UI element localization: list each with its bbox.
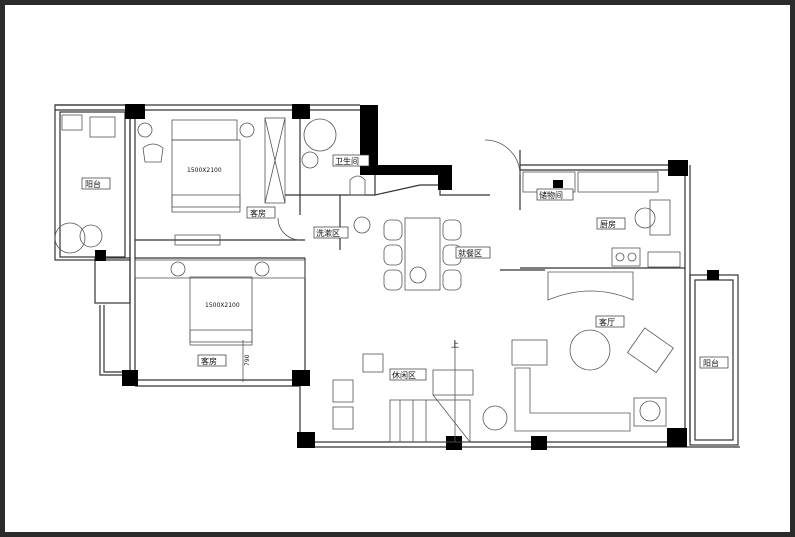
walls [54,104,740,448]
chair [142,143,164,163]
headboard-top [171,119,238,141]
structural-wall [360,105,452,190]
dining-chairs [383,219,462,291]
label-living-room: 客厅 [599,317,615,327]
toilet [349,175,366,196]
washing-machine [89,116,116,138]
label-storage-room: 储物间 [539,190,563,200]
label-leisure-area: 休闲区 [392,370,416,380]
stove [611,247,641,267]
shower [303,118,337,152]
nightstand-lamp [137,122,153,138]
bed-top-size: 1500X2100 [187,167,222,174]
label-guest-room-bottom: 客房 [201,356,217,366]
label-bathroom: 卫生间 [335,156,359,166]
bed-top [171,139,241,213]
label-balcony-right: 阳台 [703,358,719,368]
side-table [633,397,667,427]
armchair [626,327,674,374]
ottoman [511,339,548,366]
dimension-790: 790 [244,354,251,366]
label-wash-area: 洗漱区 [316,228,340,238]
label-balcony-left: 阳台 [85,179,101,189]
plant [54,222,86,254]
bed-bottom-size: 1500X2100 [205,302,240,309]
room-labels: 阳台 客房 客房 卫生间 洗漱区 就餐区 储物间 厨房 客厅 阳台 休闲区 15… [81,154,729,381]
lamp [362,353,384,373]
label-kitchen: 厨房 [600,219,616,229]
sink [61,114,83,131]
furniture [54,114,681,443]
wardrobe-bottom [134,259,306,279]
dining-table [404,217,441,291]
wardrobe [264,117,286,204]
label-guest-room-top: 客房 [250,208,266,218]
kitchen-sink [649,199,671,236]
round-stool [482,405,508,431]
floor-plan-canvas: 阳台 客房 客房 卫生间 洗漱区 就餐区 储物间 厨房 客厅 阳台 休闲区 15… [5,5,790,532]
columns [95,104,719,450]
coffee-table [569,329,611,371]
counter [547,271,634,301]
entry-door-swing [484,139,521,176]
cook-figure [634,207,656,229]
label-dining-area: 就餐区 [458,248,482,258]
stairs-up-label: 上 [451,340,459,349]
tv-unit [174,234,221,246]
basin [301,151,319,169]
sofa [514,367,631,432]
bed-bottom [189,276,253,346]
staircase [389,340,474,443]
